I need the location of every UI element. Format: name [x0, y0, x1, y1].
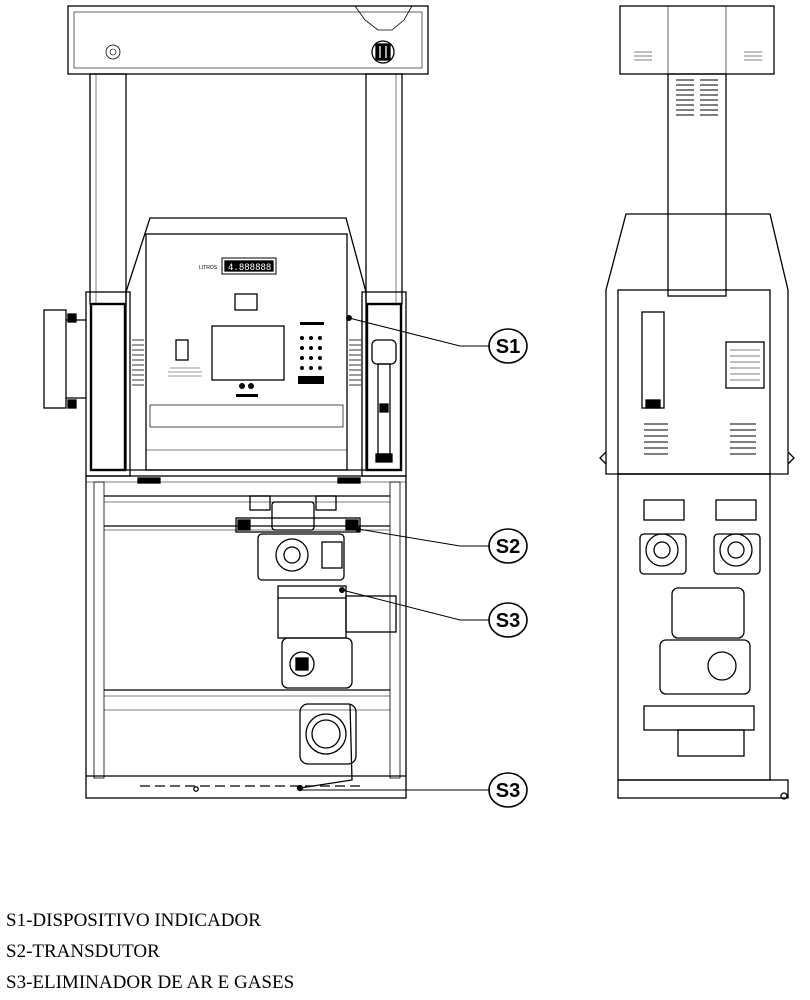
callout-s3-lower: S3 [488, 772, 528, 808]
hydraulic-frame [85, 475, 407, 799]
head-housing [125, 217, 367, 471]
main-screen [211, 325, 285, 381]
air-eliminator [277, 585, 397, 792]
callout-s3-lower-label: S3 [496, 780, 520, 802]
callout-s1-label: S1 [496, 336, 520, 358]
callout-s3-upper-label: S3 [496, 610, 520, 632]
side-transducers [639, 499, 761, 575]
canopy-light-icon [371, 40, 395, 64]
side-view [599, 5, 795, 800]
front-column-left [89, 73, 127, 305]
legend: S1-DISPOSITIVO INDICADOR S2-TRANSDUTOR S… [6, 905, 294, 998]
display-reading: 4.888888 [228, 263, 271, 273]
keypad [298, 322, 324, 384]
side-lower-vents [644, 423, 756, 455]
nozzle-right [371, 339, 397, 463]
legend-s1: S1-DISPOSITIVO INDICADOR [6, 910, 261, 931]
fuel-dispenser-drawing: LITROS 4.888888 [43, 5, 795, 808]
transducer-assembly [235, 495, 361, 581]
nozzle-boot-right [361, 291, 407, 477]
side-canopy [619, 5, 775, 75]
front-canopy [67, 5, 429, 75]
side-column [667, 73, 727, 297]
display-label: LITROS [199, 265, 218, 271]
canopy-bolt-left [105, 44, 121, 60]
nozzle-boot-left [85, 291, 131, 477]
side-hose-slot [641, 311, 665, 409]
callout-s2: S2 [488, 528, 528, 564]
side-head-housing [605, 213, 789, 475]
callout-leaders [302, 315, 490, 791]
speaker-icon [236, 383, 258, 397]
column-vents [676, 79, 718, 116]
front-column-right [365, 73, 403, 305]
hose-hook-left [43, 309, 86, 409]
card-slot [234, 293, 258, 311]
legend-s2: S2-TRANSDUTOR [6, 941, 160, 962]
side-eliminator [643, 587, 755, 757]
front-view: LITROS 4.888888 [43, 5, 490, 799]
legend-s3: S3-ELIMINADOR DE AR E GASES [6, 972, 295, 993]
side-vents [132, 339, 361, 386]
price-display [221, 257, 277, 275]
nameplate [725, 341, 765, 389]
callout-s3-upper: S3 [488, 602, 528, 638]
small-indicator [175, 339, 189, 361]
callout-s1: S1 [488, 328, 528, 364]
head-panel [145, 233, 348, 471]
callout-s2-label: S2 [496, 536, 520, 558]
